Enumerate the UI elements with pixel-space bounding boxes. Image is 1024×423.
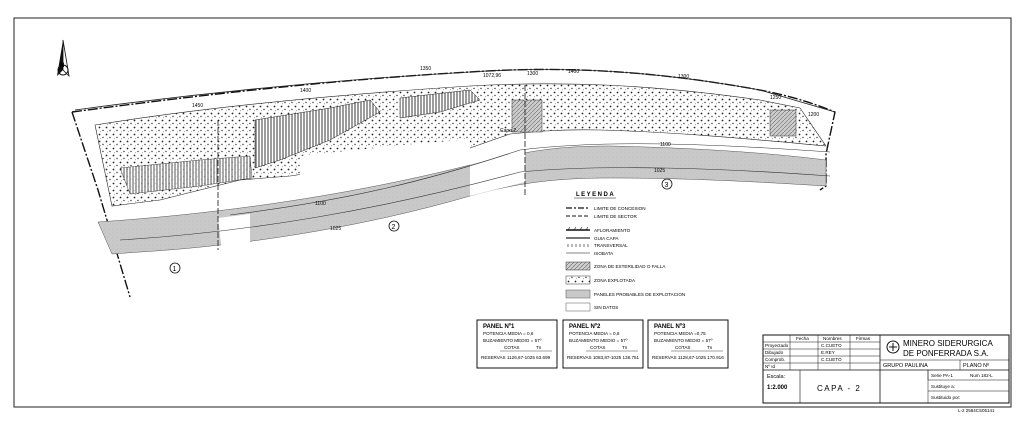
legend-label: GUIA CAPA xyxy=(594,236,619,241)
transversal-zone-2 xyxy=(399,89,481,119)
contour-label: 1200 xyxy=(808,112,819,118)
transversal-zone-1 xyxy=(254,99,381,169)
isobath-1025 xyxy=(119,167,831,241)
probable-panels-band xyxy=(97,145,827,255)
isobath-1100 xyxy=(229,143,831,216)
panel-reservas: RESERVAS 1126,67-1025 63.699 xyxy=(481,355,551,360)
panel-cotas: COTAS xyxy=(675,345,690,350)
contour-label: 1100 xyxy=(315,201,326,207)
legend-label: SIN DATOS xyxy=(594,305,618,310)
plano-label: PLANO Nº xyxy=(963,362,989,369)
contour-label: 1450 xyxy=(192,103,203,109)
north-label: N xyxy=(60,63,64,69)
row-label: Nº Id xyxy=(765,364,776,369)
panel-buzamiento: BUZAMIENTO MEDIO = 57º xyxy=(569,338,628,343)
concession-left-edge xyxy=(71,111,131,298)
panel-tn: Tn xyxy=(622,345,628,350)
svg-text:2: 2 xyxy=(392,224,396,231)
serie-label: Serie PA-1 xyxy=(931,373,953,378)
num-label: Num 182-L xyxy=(970,373,993,378)
legend-label: ZONA EXPLOTADA xyxy=(594,278,636,283)
sector-marker-3: 3 xyxy=(661,178,673,190)
panel-potencia: POTENCIA MEDIA =0,75 xyxy=(654,331,706,336)
escala-label: Escala: xyxy=(767,374,786,380)
svg-text:3: 3 xyxy=(665,182,669,189)
panel-box-2: PANEL Nº2 POTENCIA MEDIA = 0,8 BUZAMIENT… xyxy=(562,319,644,369)
contour-label: 1100 xyxy=(660,142,671,148)
row-name: C.CUETO xyxy=(821,357,842,362)
legend-label: PANELES PROBABLES DE EXPLOTACION xyxy=(594,292,685,297)
no-data-area xyxy=(300,140,470,188)
panel-box-1: PANEL Nº1 POTENCIA MEDIA = 0,6 BUZAMIENT… xyxy=(476,319,558,369)
grupo-label: GRUPO PAULINA xyxy=(883,363,928,369)
contour-label: 1072,96 xyxy=(483,73,501,79)
panel-potencia: POTENCIA MEDIA = 0,8 xyxy=(569,331,620,336)
panel-tn: Tn xyxy=(536,345,542,350)
contour-label: 1350 xyxy=(420,66,431,72)
col-firmas: Firmas xyxy=(856,336,871,341)
col-fecha: Fecha xyxy=(796,336,809,341)
fault-zone-2 xyxy=(769,109,797,137)
sector-marker-1: 1 xyxy=(169,262,181,274)
panel-title: PANEL Nº2 xyxy=(569,324,601,330)
row-label: Dibujado xyxy=(765,350,784,355)
row-name: C.CUETO xyxy=(821,343,842,348)
capa-label: Capa 2 xyxy=(500,128,516,134)
legend-label: AFLORAMIENTO xyxy=(594,228,631,233)
footer-code: L-2 2584CS05141 xyxy=(958,408,995,413)
legend-label: LIMITE DE CONCESION xyxy=(594,206,646,211)
legend-title: LEYENDA xyxy=(576,192,615,198)
panel-reservas: RESERVAS 1128,67-1025 170.916 xyxy=(652,355,724,360)
contour-label: 1400 xyxy=(568,69,579,75)
legend: LEYENDA LIMITE DE CONCESION LIMITE DE SE… xyxy=(565,192,685,312)
col-nombres: Nombres xyxy=(823,336,842,341)
north-arrow-icon: N xyxy=(57,39,70,78)
legend-label: ISOBATA xyxy=(594,251,614,256)
legend-label: ZONA DE ESTERILIDAD O FALLA xyxy=(594,264,666,269)
no-data-gap-1 xyxy=(218,214,250,252)
panel-title: PANEL Nº1 xyxy=(483,324,515,330)
company-name-2: DE PONFERRADA S.A. xyxy=(903,349,989,358)
topographic-line xyxy=(74,69,836,113)
transversal-zone-3 xyxy=(119,155,253,195)
contour-label: 1400 xyxy=(300,88,311,94)
panel-title: PANEL Nº3 xyxy=(654,324,686,330)
sector-marker-2: 2 xyxy=(388,220,400,232)
row-name: E.REY xyxy=(821,350,835,355)
panel-cotas: COTAS xyxy=(504,345,519,350)
contour-label: 1250 xyxy=(770,95,781,101)
legend-label: TRANSVERSAL xyxy=(594,243,628,248)
contour-label: 1300 xyxy=(678,74,689,80)
contour-label: 1025 xyxy=(330,226,341,232)
panel-buzamiento: BUZAMIENTO MEDIO = 57º xyxy=(483,338,542,343)
legend-label: LIMITE DE SECTOR xyxy=(594,214,637,219)
panel-cotas: COTAS xyxy=(590,345,605,350)
contour-label: 1300 xyxy=(527,71,538,77)
row-label: Proyectado xyxy=(765,343,789,348)
panel-box-3: PANEL Nº3 POTENCIA MEDIA =0,75 BUZAMIENT… xyxy=(647,319,729,369)
fault-zone-1 xyxy=(511,99,543,133)
panel-reservas: RESERVAS 1083,87-1025 138.751 xyxy=(567,355,640,360)
contour-label: 1025 xyxy=(654,168,665,174)
drawing-title: CAPA - 2 xyxy=(817,384,861,393)
escala-value: 1:2.000 xyxy=(767,385,788,391)
sustituido-label: Sustituido por: xyxy=(931,395,960,400)
row-label: Comprob. xyxy=(765,357,785,362)
panel-potencia: POTENCIA MEDIA = 0,6 xyxy=(483,331,534,336)
sustituye-label: Sustituye a: xyxy=(931,384,955,389)
panel-buzamiento: BUZAMIENTO MEDIO = 57º xyxy=(654,338,713,343)
sheet-border xyxy=(13,17,1012,408)
company-logo-icon xyxy=(886,340,900,354)
title-block: Fecha Nombres Firmas Proyectado Dibujado… xyxy=(762,334,1010,404)
svg-text:1: 1 xyxy=(173,266,177,273)
panel-tn: Tn xyxy=(707,345,713,350)
company-name-1: MINERO SIDERURGICA xyxy=(903,339,993,348)
